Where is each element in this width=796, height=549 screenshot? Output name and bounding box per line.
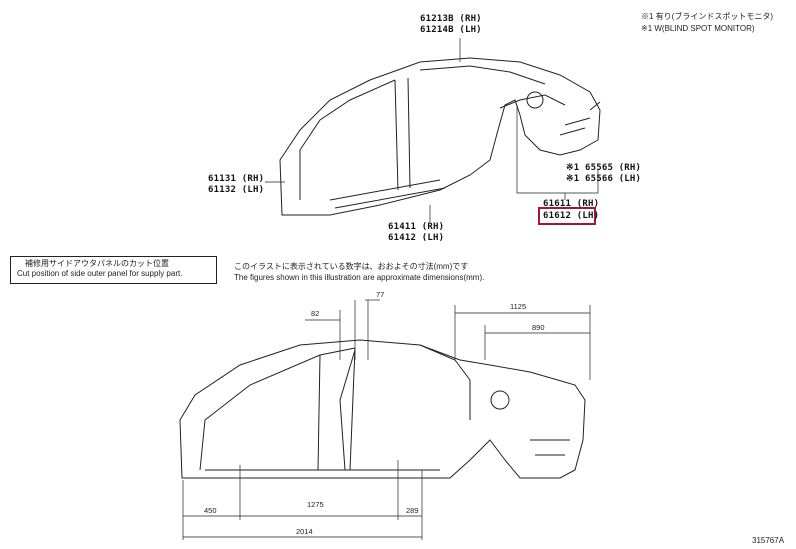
dim-1275: 1275 <box>307 500 324 509</box>
cut-position-note-box: 補修用サイドアウタパネルのカット位置 Cut position of side … <box>10 256 217 284</box>
legend-jp: ※1 有り(ブラインドスポットモニタ) <box>641 12 773 21</box>
dim-2014: 2014 <box>296 527 313 536</box>
upper-side-panel-illustration <box>279 57 601 216</box>
leader-lines <box>265 38 599 222</box>
dim-note-jp: このイラストに表示されている数字は、おおよその寸法(mm)です <box>234 262 469 271</box>
dim-77: 77 <box>376 290 385 299</box>
dim-note-en: The figures shown in this illustration a… <box>234 273 485 282</box>
cut-note-jp: 補修用サイドアウタパネルのカット位置 <box>25 259 169 268</box>
figure-id: 315767A <box>752 536 785 545</box>
lower-side-panel-illustration <box>179 339 586 479</box>
legend-en: ※1 W(BLIND SPOT MONITOR) <box>641 24 755 33</box>
part-61611[interactable]: 61611 (RH) <box>543 199 600 209</box>
dim-450: 450 <box>204 506 217 515</box>
part-61213b[interactable]: 61213B (RH) <box>420 14 482 24</box>
selected-part-highlight <box>538 207 596 225</box>
part-61214b[interactable]: 61214B (LH) <box>420 25 482 35</box>
part-61612[interactable]: 61612 (LH) <box>543 211 600 221</box>
dim-1125: 1125 <box>510 302 527 311</box>
part-61131[interactable]: 61131 (RH) <box>208 174 265 184</box>
part-65565[interactable]: ※1 65565 (RH) <box>566 163 642 173</box>
cut-note-en: Cut position of side outer panel for sup… <box>17 269 183 278</box>
dim-890: 890 <box>532 323 545 332</box>
part-61132[interactable]: 61132 (LH) <box>208 185 265 195</box>
dimension-lines <box>182 299 591 540</box>
part-61412[interactable]: 61412 (LH) <box>388 233 445 243</box>
dim-289: 289 <box>406 506 419 515</box>
part-61411[interactable]: 61411 (RH) <box>388 222 445 232</box>
dim-82: 82 <box>311 309 320 318</box>
part-65566[interactable]: ※1 65566 (LH) <box>566 174 642 184</box>
